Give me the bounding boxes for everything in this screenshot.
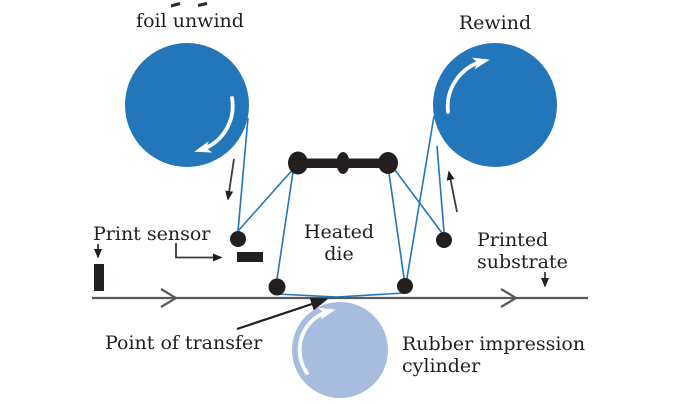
label-foil-unwind: foil unwind bbox=[136, 10, 244, 32]
rubber-impression-cylinder bbox=[292, 302, 388, 398]
web-left-roller-to-die-bar bbox=[237, 166, 296, 232]
foil-unwind-roll bbox=[125, 43, 249, 167]
unwind-rotation-arrow-icon bbox=[194, 96, 235, 153]
substrate-direction-chevron-left bbox=[160, 288, 179, 308]
label-rewind: Rewind bbox=[459, 12, 531, 34]
web-die-bar-to-bottom-left-roller bbox=[276, 171, 294, 280]
web-unwind-to-left-roller bbox=[237, 117, 249, 232]
web-bottom-right-roller-to-die-bar bbox=[388, 172, 405, 279]
web-rewind-to-bottom-right-roller bbox=[405, 115, 435, 285]
crop-mark-right bbox=[197, 2, 208, 7]
print-sensor-mark bbox=[94, 264, 104, 291]
die-bar-right-end bbox=[378, 152, 398, 174]
guide-roller-lower-left bbox=[268, 278, 286, 296]
label-heated-die-line2: die bbox=[324, 243, 353, 265]
crop-mark-left bbox=[170, 2, 181, 8]
print-sensor-head bbox=[237, 252, 263, 262]
guide-roller-upper-left bbox=[230, 231, 246, 247]
web-die-bar-to-right-roller bbox=[394, 169, 443, 234]
web-bottom-span bbox=[276, 292, 405, 298]
foil-feed-down-arrow bbox=[225, 158, 235, 201]
die-bar-center-hub bbox=[336, 152, 350, 174]
impression-rotation-arrow-icon bbox=[297, 307, 336, 375]
rewind-rotation-arrow-icon bbox=[445, 57, 490, 114]
substrate-line-group bbox=[92, 288, 588, 308]
label-rubber-impression-line1: Rubber impression bbox=[402, 333, 585, 355]
guide-roller-lower-right bbox=[397, 278, 413, 294]
label-print-sensor: Print sensor bbox=[93, 223, 211, 245]
substrate-direction-chevron-right bbox=[500, 288, 519, 308]
point-of-transfer-arrow bbox=[236, 297, 329, 331]
die-bar-left-end bbox=[288, 151, 308, 175]
foil-takeup-up-arrow bbox=[446, 170, 458, 213]
print-sensor-group bbox=[94, 252, 263, 291]
web-right-roller-to-rewind bbox=[436, 145, 445, 233]
label-point-of-transfer: Point of transfer bbox=[105, 332, 263, 354]
print-sensor-elbow-arrow bbox=[175, 243, 223, 262]
label-printed-substrate-line2: substrate bbox=[477, 251, 568, 273]
annotation-arrows bbox=[94, 158, 549, 331]
crop-marks bbox=[170, 2, 208, 8]
guide-rollers bbox=[230, 231, 452, 296]
label-printed-substrate-line1: Printed bbox=[477, 229, 548, 251]
rewind-roll bbox=[433, 43, 557, 167]
guide-roller-upper-right bbox=[436, 232, 452, 248]
label-heated-die-line1: Heated bbox=[304, 221, 374, 243]
heated-die-assembly bbox=[288, 151, 398, 175]
foil-web-path bbox=[237, 115, 445, 298]
label-rubber-impression-line2: cylinder bbox=[402, 355, 481, 377]
labels: foil unwind Rewind Print sensor Heated d… bbox=[93, 10, 585, 377]
